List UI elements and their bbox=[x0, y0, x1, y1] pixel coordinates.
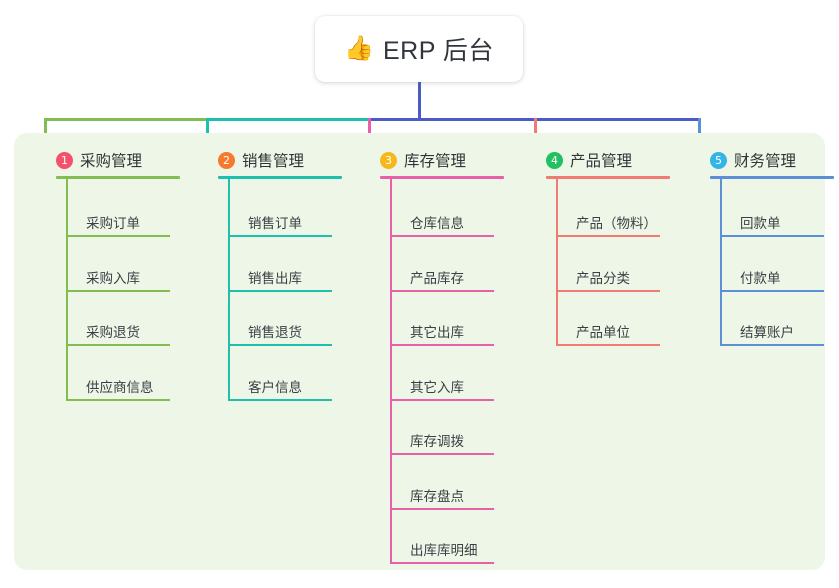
branch-number-badge-1: 1 bbox=[56, 151, 73, 169]
branch-column-1: 1 采购管理采购订单采购入库采购退货供应商信息 bbox=[34, 145, 194, 401]
bus-segment-1 bbox=[44, 118, 208, 121]
branch-underline-3 bbox=[380, 176, 504, 179]
leaf-item[interactable]: 库存盘点 bbox=[390, 489, 494, 510]
branch-number-badge-3: 3 bbox=[380, 151, 397, 169]
leaf-item-label: 仓库信息 bbox=[410, 216, 464, 231]
branch-number-badge-4: 4 bbox=[546, 151, 563, 169]
branch-underline-1 bbox=[56, 176, 180, 179]
branch-title-3: 库存管理 bbox=[404, 153, 467, 170]
leaf-item-label: 回款单 bbox=[740, 216, 781, 231]
leaf-item[interactable]: 产品单位 bbox=[556, 325, 660, 346]
leaf-item[interactable]: 产品分类 bbox=[556, 271, 660, 292]
branch-header-5[interactable]: 5 财务管理 bbox=[688, 145, 839, 175]
branch-column-2: 2 销售管理销售订单销售出库销售退货客户信息 bbox=[196, 145, 356, 401]
leaf-item[interactable]: 付款单 bbox=[720, 271, 824, 292]
leaf-item[interactable]: 采购退货 bbox=[66, 325, 170, 346]
leaf-item-label: 产品（物料） bbox=[576, 216, 657, 231]
root-node-content: 👍 ERP 后台 bbox=[344, 31, 494, 67]
leaf-item[interactable]: 采购入库 bbox=[66, 271, 170, 292]
bus-segment-2 bbox=[206, 118, 370, 121]
leaf-item-label: 库存调拨 bbox=[410, 434, 464, 449]
branch-number-badge-2: 2 bbox=[218, 151, 235, 169]
leaf-item[interactable]: 客户信息 bbox=[228, 380, 332, 401]
branch-underline-4 bbox=[546, 176, 670, 179]
leaf-item[interactable]: 销售出库 bbox=[228, 271, 332, 292]
leaf-item-label: 出库库明细 bbox=[410, 543, 478, 558]
leaf-item-label: 销售订单 bbox=[248, 216, 302, 231]
leaf-item[interactable]: 采购订单 bbox=[66, 216, 170, 237]
leaf-item-label: 产品库存 bbox=[410, 270, 464, 286]
leaf-item[interactable]: 回款单 bbox=[720, 216, 824, 237]
leaf-item-label: 其它入库 bbox=[410, 379, 464, 395]
leaf-item[interactable]: 销售订单 bbox=[228, 216, 332, 237]
leaf-item[interactable]: 出库库明细 bbox=[390, 543, 494, 564]
leaf-item[interactable]: 供应商信息 bbox=[66, 380, 170, 401]
leaf-item-label: 付款单 bbox=[740, 270, 781, 286]
branch-underline-5 bbox=[710, 176, 834, 179]
thumbs-up-icon: 👍 bbox=[344, 35, 374, 62]
leaf-item-label: 产品分类 bbox=[576, 270, 630, 286]
branch-title-5: 财务管理 bbox=[734, 153, 797, 170]
branch-underline-2 bbox=[218, 176, 342, 179]
branch-spine-5 bbox=[720, 179, 722, 346]
leaf-item-label: 采购入库 bbox=[86, 270, 140, 286]
branch-number-badge-5: 5 bbox=[710, 151, 727, 169]
mindmap-panel: 1 采购管理采购订单采购入库采购退货供应商信息 2 销售管理销售订单销售出库销售退货客… bbox=[14, 133, 834, 570]
leaf-item-label: 采购退货 bbox=[86, 325, 140, 340]
leaf-item-label: 供应商信息 bbox=[86, 379, 154, 395]
branch-header-1[interactable]: 1 采购管理 bbox=[34, 145, 194, 175]
root-stem-line bbox=[418, 82, 421, 120]
branch-title-4: 产品管理 bbox=[570, 153, 633, 170]
branch-column-4: 4 产品管理产品（物料） 产品分类产品单位 bbox=[524, 145, 684, 346]
leaf-item-label: 其它出库 bbox=[410, 325, 464, 340]
branch-header-3[interactable]: 3 库存管理 bbox=[358, 145, 518, 175]
root-node-title: ERP 后台 bbox=[382, 37, 494, 65]
leaf-item[interactable]: 其它入库 bbox=[390, 380, 494, 401]
branch-title-1: 采购管理 bbox=[80, 153, 143, 170]
leaf-item[interactable]: 产品（物料） bbox=[556, 216, 660, 237]
leaf-item-label: 销售退货 bbox=[248, 325, 302, 340]
leaf-item-label: 销售出库 bbox=[248, 270, 302, 286]
branch-header-2[interactable]: 2 销售管理 bbox=[196, 145, 356, 175]
leaf-item-label: 结算账户 bbox=[740, 325, 794, 340]
leaf-item-label: 库存盘点 bbox=[410, 488, 464, 504]
leaf-item-label: 客户信息 bbox=[248, 379, 302, 395]
root-node-erp-backend[interactable]: 👍 ERP 后台 bbox=[315, 16, 523, 82]
branch-header-4[interactable]: 4 产品管理 bbox=[524, 145, 684, 175]
branch-column-5: 5 财务管理回款单付款单结算账户 bbox=[688, 145, 839, 346]
leaf-item[interactable]: 库存调拨 bbox=[390, 434, 494, 455]
leaf-item[interactable]: 仓库信息 bbox=[390, 216, 494, 237]
leaf-item[interactable]: 产品库存 bbox=[390, 271, 494, 292]
branch-spine-4 bbox=[556, 179, 558, 346]
leaf-item-label: 采购订单 bbox=[86, 216, 140, 231]
branch-column-3: 3 库存管理仓库信息产品库存其它出库其它入库库存调拨库存盘点出库库明细 bbox=[358, 145, 518, 564]
leaf-item[interactable]: 销售退货 bbox=[228, 325, 332, 346]
leaf-item[interactable]: 结算账户 bbox=[720, 325, 824, 346]
branch-title-2: 销售管理 bbox=[242, 153, 305, 170]
leaf-item-label: 产品单位 bbox=[576, 325, 630, 340]
branch-spine-3 bbox=[390, 179, 392, 564]
leaf-item[interactable]: 其它出库 bbox=[390, 325, 494, 346]
